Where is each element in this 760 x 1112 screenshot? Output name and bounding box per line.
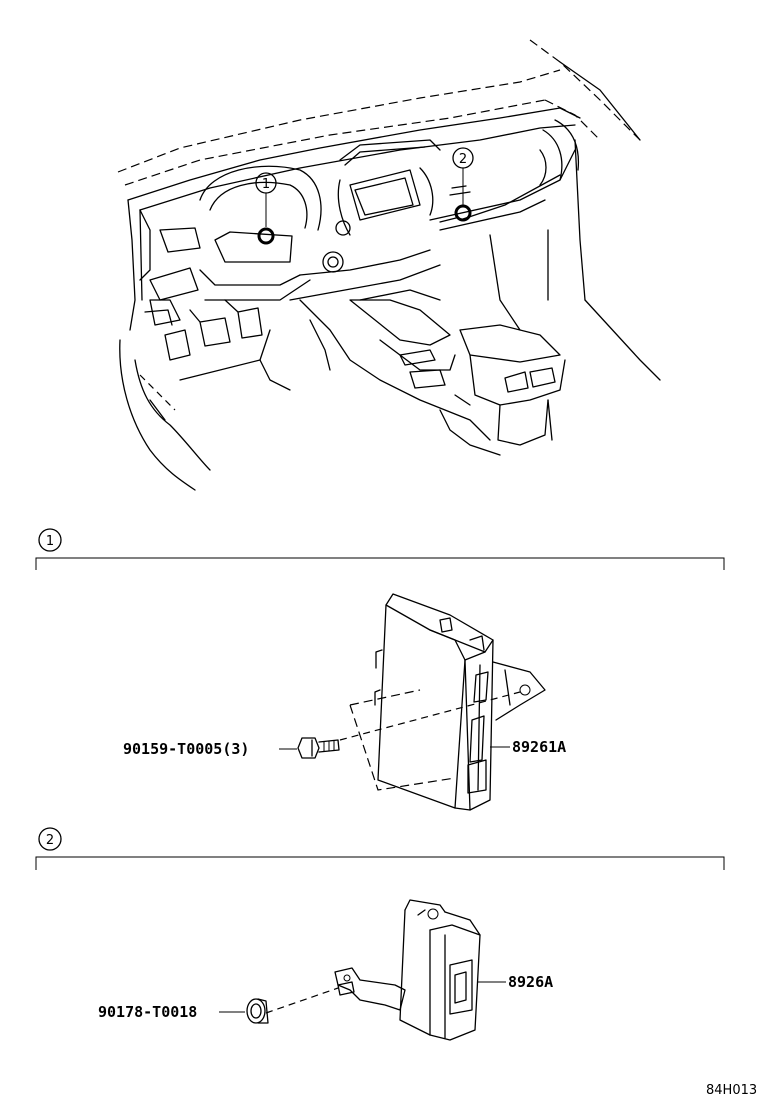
part-label-90159-T0005: 90159-T0005(3) <box>123 740 249 758</box>
control-module-89261A <box>339 593 546 811</box>
callout-2-label: 2 <box>459 152 467 167</box>
section-2-bracket <box>35 856 725 870</box>
part-label-8926A: 8926A <box>508 973 553 991</box>
nut-90178-T0018 <box>246 998 269 1024</box>
control-module-8926A <box>265 899 481 1041</box>
section-1: 1 <box>35 528 725 811</box>
location-marker-2 <box>454 204 472 222</box>
bolt-90159-T0005 <box>297 737 340 759</box>
section-2-badge <box>38 827 62 851</box>
dashboard-illustration: 1 2 <box>117 39 661 491</box>
part-label-89261A: 89261A <box>512 738 566 756</box>
diagram-code: 84H013 <box>706 1083 757 1098</box>
section-1-number: 1 <box>46 534 54 549</box>
location-marker-1 <box>257 227 275 245</box>
section-1-bracket <box>35 557 725 570</box>
section-1-badge <box>38 528 62 552</box>
section-2-number: 2 <box>46 833 54 848</box>
part-label-90178-T0018: 90178-T0018 <box>98 1003 197 1021</box>
section-2: 2 90178-T0018 8926 <box>35 827 725 1041</box>
callout-1-label: 1 <box>262 177 270 192</box>
